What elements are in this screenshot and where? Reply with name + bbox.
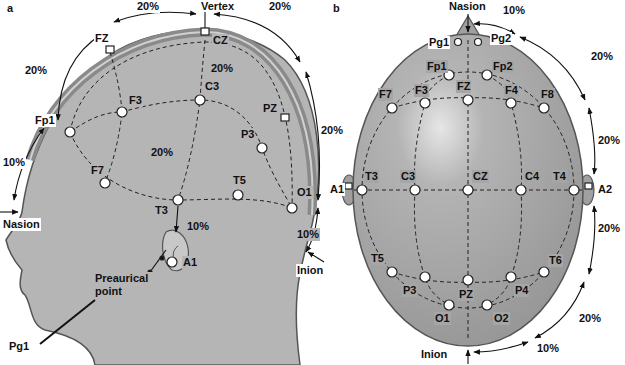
measurement-label: 20% bbox=[597, 222, 621, 235]
electrode-label: C3 bbox=[400, 170, 416, 183]
electrode-label: Preaurical point bbox=[94, 272, 158, 298]
electrode-label: Nasion bbox=[2, 218, 41, 231]
measurement-label: 10% bbox=[502, 4, 526, 17]
electrode-label: P3 bbox=[240, 128, 255, 141]
measurement-label: 20% bbox=[136, 0, 160, 13]
electrode-label: Fp1 bbox=[34, 114, 56, 127]
electrode-label: PZ bbox=[458, 288, 474, 301]
electrode-grid-lines-top bbox=[354, 40, 582, 340]
measurement-label: 10% bbox=[296, 228, 320, 241]
electrode-label: O1 bbox=[434, 312, 451, 325]
electrode-label: F8 bbox=[540, 88, 555, 101]
electrode-label: P3 bbox=[402, 284, 417, 297]
measurement-label: 20% bbox=[597, 134, 621, 147]
electrode-label: Fp2 bbox=[492, 60, 514, 73]
electrode-label: T5 bbox=[232, 174, 247, 187]
electrode-label: O2 bbox=[493, 312, 510, 325]
electrode-label: Pg1 bbox=[428, 36, 450, 49]
measurement-label: 20% bbox=[24, 64, 48, 77]
electrode-label: FZ bbox=[456, 80, 471, 93]
electrode-label: Pg1 bbox=[8, 340, 30, 353]
electrodes-top bbox=[345, 39, 592, 311]
electrode-label: T3 bbox=[154, 204, 169, 217]
electrode-label: Pg2 bbox=[490, 32, 512, 45]
electrode-label: Fp1 bbox=[426, 60, 448, 73]
electrode-grid-lines bbox=[70, 40, 292, 208]
electrode-label: CZ bbox=[212, 34, 229, 47]
measurement-label: 20% bbox=[210, 62, 234, 75]
measurement-label: 20% bbox=[150, 146, 174, 159]
electrode-label: T3 bbox=[364, 170, 379, 183]
electrode-label: T4 bbox=[552, 170, 567, 183]
measurement-arrows bbox=[0, 12, 324, 344]
electrode-label: Inion bbox=[296, 264, 324, 277]
electrode-label: F3 bbox=[414, 84, 429, 97]
electrode-label: A2 bbox=[597, 183, 613, 196]
electrode-label: T5 bbox=[370, 252, 385, 265]
electrode-label: F7 bbox=[90, 164, 105, 177]
measurement-label: 20% bbox=[268, 0, 292, 13]
measurement-label: 20% bbox=[320, 124, 344, 137]
electrode-label: FZ bbox=[94, 32, 109, 45]
electrode-label: PZ bbox=[262, 102, 278, 115]
electrode-label: A1 bbox=[182, 256, 198, 269]
electrode-label: C4 bbox=[524, 170, 540, 183]
electrode-label: F4 bbox=[504, 84, 519, 97]
electrode-label: C3 bbox=[204, 80, 220, 93]
measurement-label: 20% bbox=[590, 50, 614, 63]
electrode-label: F3 bbox=[128, 94, 143, 107]
electrode-label: Vertex bbox=[200, 0, 235, 13]
measurement-label: 10% bbox=[2, 156, 26, 169]
electrode-label: A1 bbox=[329, 183, 345, 196]
electrode-label: Inion bbox=[420, 348, 448, 361]
electrode-label: CZ bbox=[472, 170, 489, 183]
electrode-label: a bbox=[6, 2, 14, 15]
electrode-label: b bbox=[332, 2, 341, 15]
electrode-label: Nasion bbox=[448, 0, 487, 13]
measurement-label: 20% bbox=[578, 312, 602, 325]
measurement-arrows-top bbox=[468, 14, 595, 364]
electrodes-side bbox=[65, 28, 297, 274]
electrode-label: O1 bbox=[296, 186, 313, 199]
electrode-label: F7 bbox=[378, 88, 393, 101]
electrode-label: T6 bbox=[548, 254, 563, 267]
measurement-label: 10% bbox=[536, 342, 560, 355]
head-profile bbox=[6, 31, 319, 365]
electrode-label: P4 bbox=[514, 284, 529, 297]
head-top bbox=[342, 16, 594, 346]
measurement-label: 10% bbox=[186, 220, 210, 233]
